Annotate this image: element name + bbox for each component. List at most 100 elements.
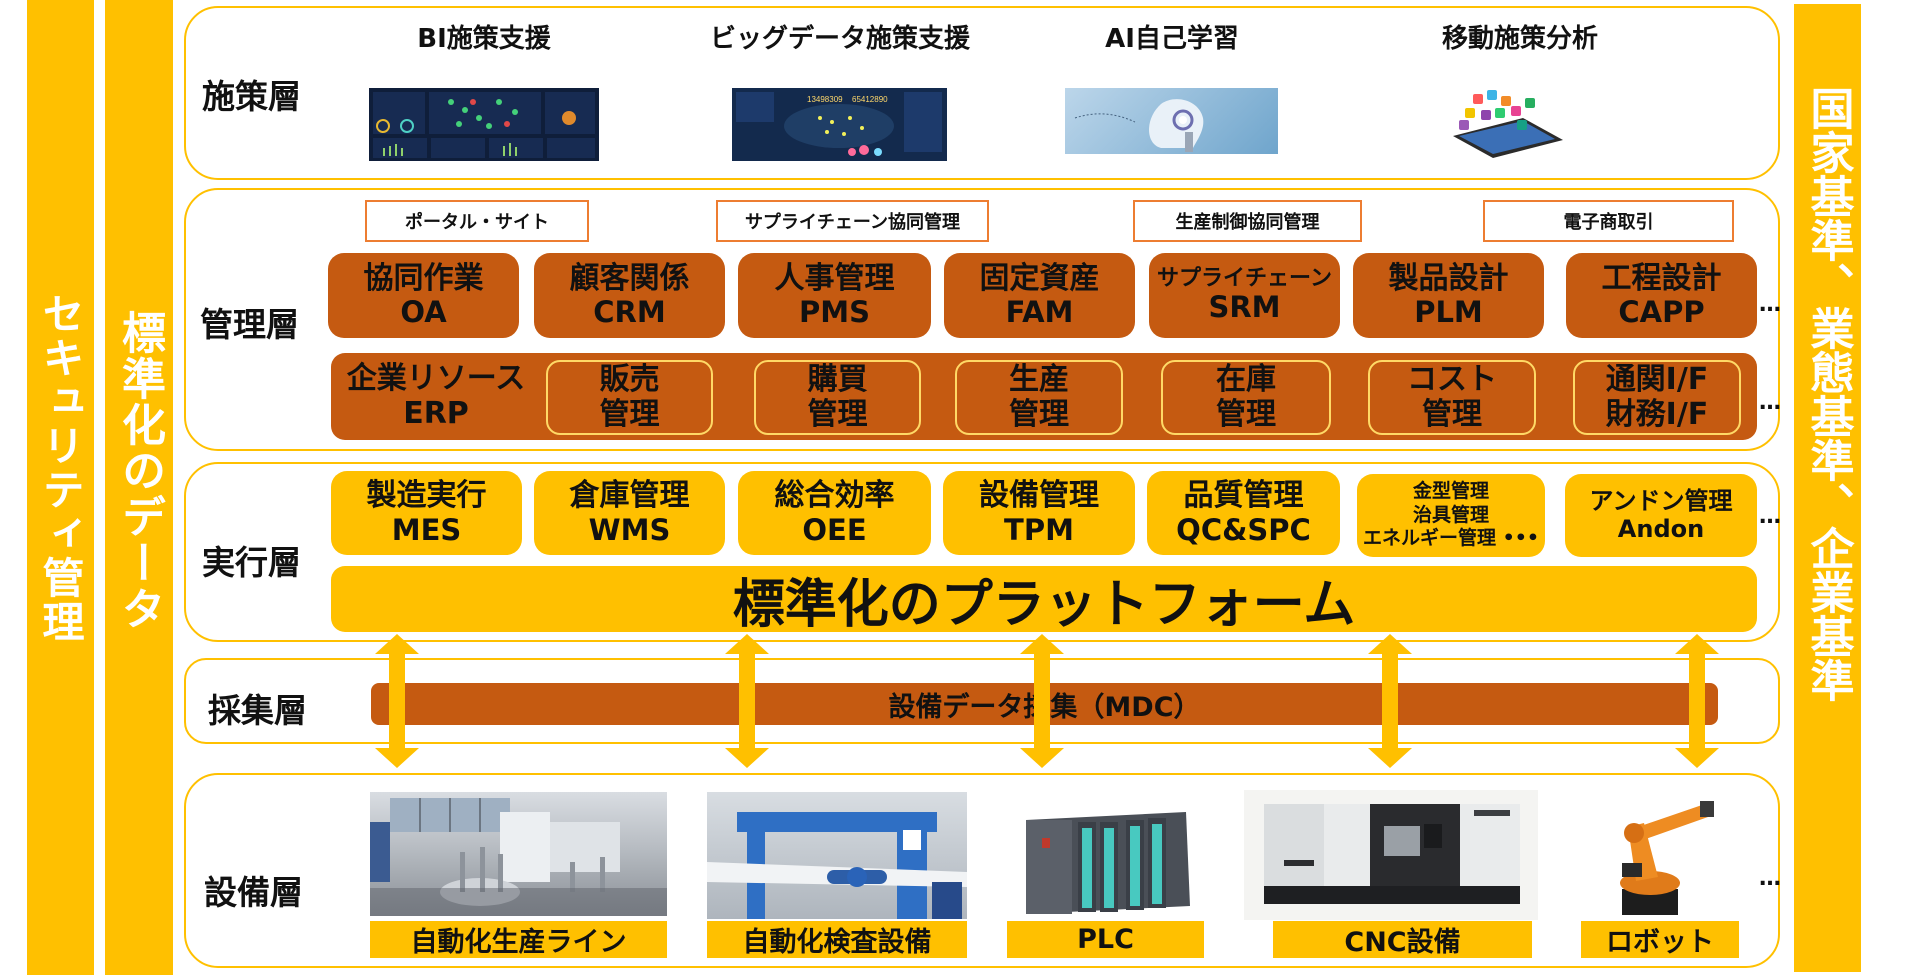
production-control-collab-box: 生産制御協同管理 xyxy=(1133,200,1362,242)
policy-title-mobile: 移動施策分析 xyxy=(1441,24,1599,54)
erp-module-cost-line1: コスト xyxy=(1407,362,1497,397)
portal-site-box: ポータル・サイト xyxy=(365,200,589,242)
device-label-cnc: CNC設備 xyxy=(1273,921,1532,958)
bidirectional-arrow xyxy=(1020,634,1064,768)
system-tpm: 設備管理 TPM xyxy=(943,471,1135,555)
system-pms-code: PMS xyxy=(799,295,870,330)
security-management-bar: セキュリティ管理 xyxy=(27,0,94,975)
system-oee-code: OEE xyxy=(802,512,867,547)
system-oee-name: 総合効率 xyxy=(774,478,895,514)
system-oa-code: OA xyxy=(400,295,447,330)
erp-module-purchasing-line1: 購買 xyxy=(807,362,868,397)
system-plm: 製品設計 PLM xyxy=(1353,253,1544,338)
system-andon: アンドン管理 Andon xyxy=(1565,474,1757,557)
system-oa: 協同作業 OA xyxy=(328,253,519,338)
policy-title-big-data: ビッグデータ施策支援 xyxy=(709,24,971,54)
energy-management: エネルギー管理 ••• xyxy=(1362,527,1540,550)
system-oee: 総合効率 OEE xyxy=(738,471,931,555)
system-fam-code: FAM xyxy=(1005,295,1074,330)
mobile-apps-graphic xyxy=(1453,90,1563,158)
device-label-robot: ロボット xyxy=(1581,921,1739,958)
system-srm-code: SRM xyxy=(1208,290,1281,325)
robot-arm-image xyxy=(1592,797,1742,919)
policy-title-ai: AI自己学習 xyxy=(1105,24,1239,54)
jig-management: 治具管理 xyxy=(1412,503,1489,526)
execution-more-ellipsis: … xyxy=(1759,504,1781,529)
system-fam-name: 固定資産 xyxy=(979,260,1100,296)
system-capp-code: CAPP xyxy=(1618,295,1705,330)
mobile-apps-image xyxy=(1433,88,1580,158)
standard-data-label: 標準化のデータ xyxy=(114,310,165,632)
erp-label: 企業リソース ERP xyxy=(336,353,536,440)
e-commerce-box: 電子商取引 xyxy=(1483,200,1734,242)
system-srm: サプライチェーン SRM xyxy=(1149,253,1340,338)
system-andon-name: アンドン管理 xyxy=(1589,486,1733,515)
system-pms-name: 人事管理 xyxy=(774,260,895,296)
erp-module-cost-line2: 管理 xyxy=(1422,396,1482,432)
erp-module-production-line1: 生産 xyxy=(1009,362,1069,397)
erp-code: ERP xyxy=(403,395,469,431)
system-capp-name: 工程設計 xyxy=(1601,260,1722,296)
system-plm-code: PLM xyxy=(1414,295,1483,330)
erp-module-sales-line2: 管理 xyxy=(599,396,660,432)
system-crm-name: 顧客関係 xyxy=(569,260,690,296)
production-line-graphic xyxy=(370,798,667,916)
system-pms: 人事管理 PMS xyxy=(738,253,931,338)
erp-module-production-line2: 管理 xyxy=(1009,396,1069,432)
security-management-label: セキュリティ管理 xyxy=(36,292,85,644)
collection-layer-label: 採集層 xyxy=(208,691,307,730)
standards-label: 国家基準、業態基準、企業基準 xyxy=(1802,86,1854,702)
bidirectional-arrow xyxy=(725,634,769,768)
system-crm-code: CRM xyxy=(593,295,666,330)
management-more-ellipsis: … xyxy=(1759,292,1781,317)
erp-module-production: 生産 管理 xyxy=(955,360,1123,435)
misc-management-box: 金型管理 治具管理 エネルギー管理 ••• xyxy=(1357,474,1545,557)
svg-text:65412890: 65412890 xyxy=(852,95,888,104)
system-qc-spc-code: QC&SPC xyxy=(1176,512,1311,547)
erp-module-purchasing: 購買 管理 xyxy=(754,360,921,435)
system-wms-name: 倉庫管理 xyxy=(569,478,690,514)
system-wms-code: WMS xyxy=(588,512,671,547)
system-fam: 固定資産 FAM xyxy=(944,253,1135,338)
supply-chain-collab-box: サプライチェーン協同管理 xyxy=(716,200,989,242)
inspection-equipment-image xyxy=(707,792,967,919)
erp-module-customs-line: 通関I/F xyxy=(1605,362,1709,397)
erp-module-cost: コスト 管理 xyxy=(1368,360,1536,435)
system-oa-name: 協同作業 xyxy=(363,260,484,296)
system-mes: 製造実行 MES xyxy=(331,471,522,555)
erp-module-inventory: 在庫 管理 xyxy=(1161,360,1331,435)
system-tpm-name: 設備管理 xyxy=(979,478,1099,514)
svg-text:13498309: 13498309 xyxy=(807,95,843,104)
execution-layer-label: 実行層 xyxy=(202,543,301,582)
big-data-map-image: 13498309 65412890 xyxy=(732,88,947,161)
bi-dashboard-image xyxy=(369,88,599,161)
erp-module-finance-line: 財務I/F xyxy=(1605,396,1709,432)
plc-image xyxy=(1018,808,1194,918)
mold-management: 金型管理 xyxy=(1412,479,1489,502)
cnc-machine-image xyxy=(1244,790,1538,920)
robot-arm-graphic xyxy=(1620,801,1714,915)
system-andon-code: Andon xyxy=(1617,514,1705,543)
erp-name: 企業リソース xyxy=(346,361,526,396)
device-label-plc: PLC xyxy=(1007,921,1204,958)
erp-more-ellipsis: … xyxy=(1759,390,1781,415)
standard-data-bar: 標準化のデータ xyxy=(105,0,173,975)
system-qc-spc: 品質管理 QC&SPC xyxy=(1147,471,1340,555)
device-layer-label: 設備層 xyxy=(204,873,303,912)
ai-robot-head-image xyxy=(1065,88,1278,154)
erp-module-inventory-line1: 在庫 xyxy=(1216,362,1276,397)
erp-module-inventory-line2: 管理 xyxy=(1216,396,1276,432)
bidirectional-arrow xyxy=(1368,634,1412,768)
device-more-ellipsis: … xyxy=(1759,866,1781,891)
plc-graphic xyxy=(1026,812,1190,914)
production-line-image xyxy=(370,792,667,916)
system-qc-spc-name: 品質管理 xyxy=(1183,478,1304,514)
system-crm: 顧客関係 CRM xyxy=(534,253,725,338)
inspection-equipment-graphic xyxy=(707,812,967,919)
erp-module-customs-finance: 通関I/F 財務I/F xyxy=(1573,360,1741,435)
system-tpm-code: TPM xyxy=(1004,512,1074,547)
erp-module-sales: 販売 管理 xyxy=(546,360,713,435)
system-plm-name: 製品設計 xyxy=(1388,260,1509,296)
system-mes-code: MES xyxy=(391,512,462,547)
management-layer-label: 管理層 xyxy=(200,305,299,344)
